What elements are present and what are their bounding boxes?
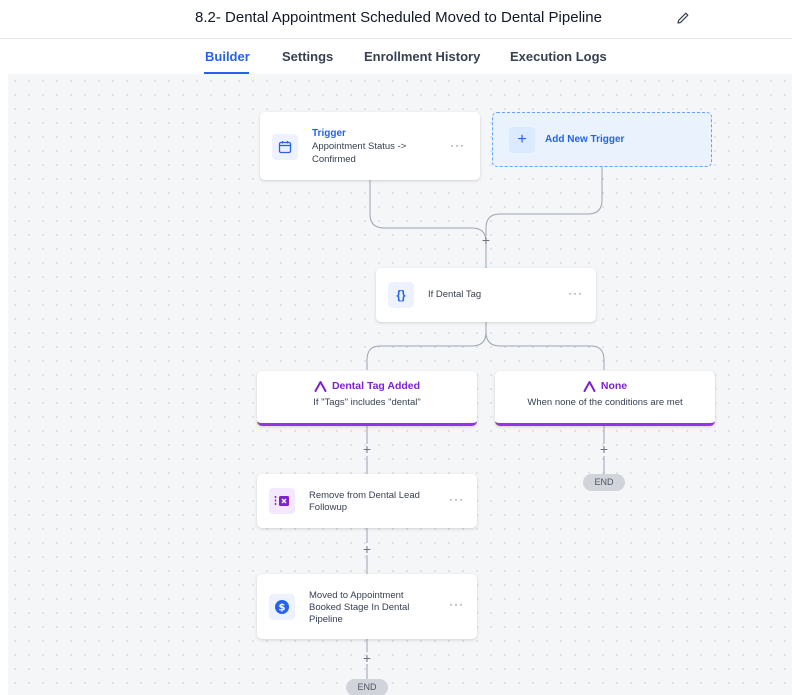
trigger-line2: Confirmed bbox=[312, 154, 356, 165]
condition-menu-icon[interactable]: ··· bbox=[568, 286, 583, 300]
action1-line2: Followup bbox=[309, 502, 348, 513]
branch-b-subtitle: When none of the conditions are met bbox=[527, 397, 683, 408]
branch-split-icon bbox=[314, 381, 327, 392]
active-tab-indicator bbox=[204, 72, 249, 74]
branch-a-subtitle: If "Tags" includes "dental" bbox=[313, 397, 421, 408]
remove-workflow-icon bbox=[269, 488, 295, 514]
action2-line2: Booked Stage In Dental bbox=[309, 602, 410, 613]
tab-settings[interactable]: Settings bbox=[282, 49, 334, 64]
action2-line1: Moved to Appointment bbox=[309, 590, 404, 601]
trigger-line1: Appointment Status -> bbox=[312, 141, 407, 152]
braces-icon: {} bbox=[388, 282, 414, 308]
connector-lines bbox=[366, 167, 605, 679]
workflow-canvas[interactable]: Trigger Appointment Status -> Confirmed … bbox=[8, 74, 792, 695]
branch-split-icon bbox=[583, 381, 596, 392]
branch-none[interactable]: None When none of the conditions are met bbox=[495, 371, 715, 426]
condition-label: If Dental Tag bbox=[428, 289, 482, 300]
pencil-icon[interactable] bbox=[675, 10, 691, 26]
trigger-menu-icon[interactable]: ··· bbox=[450, 138, 465, 152]
plus-icon: + bbox=[509, 127, 535, 153]
branch-dental-tag-added[interactable]: Dental Tag Added If "Tags" includes "den… bbox=[257, 371, 477, 426]
add-step-plus-icon[interactable]: + bbox=[362, 441, 372, 457]
dollar-icon: $ bbox=[269, 594, 295, 620]
branch-b-title: None bbox=[600, 380, 628, 392]
branch-a-title: Dental Tag Added bbox=[331, 380, 421, 392]
page-title: 8.2- Dental Appointment Scheduled Moved … bbox=[195, 9, 602, 26]
tab-execution-logs[interactable]: Execution Logs bbox=[510, 49, 607, 64]
action1-menu-icon[interactable]: ··· bbox=[449, 492, 464, 506]
title-bar: 8.2- Dental Appointment Scheduled Moved … bbox=[0, 0, 792, 36]
tab-enrollment-history[interactable]: Enrollment History bbox=[364, 49, 481, 64]
end-badge: END bbox=[346, 679, 388, 695]
condition-node[interactable]: {} If Dental Tag ··· bbox=[376, 268, 596, 322]
tab-builder[interactable]: Builder bbox=[205, 49, 250, 64]
add-step-plus-icon[interactable]: + bbox=[599, 441, 609, 457]
tab-bar: Builder Settings Enrollment History Exec… bbox=[0, 38, 792, 75]
action-move-pipeline-stage[interactable]: $ Moved to Appointment Booked Stage In D… bbox=[257, 574, 477, 639]
add-step-plus-icon[interactable]: + bbox=[481, 232, 491, 248]
end-badge: END bbox=[583, 474, 625, 491]
add-step-plus-icon[interactable]: + bbox=[362, 650, 372, 666]
action1-line1: Remove from Dental Lead bbox=[309, 490, 420, 501]
add-new-trigger-button[interactable]: + Add New Trigger bbox=[492, 112, 712, 167]
trigger-node[interactable]: Trigger Appointment Status -> Confirmed … bbox=[260, 112, 480, 180]
add-step-plus-icon[interactable]: + bbox=[362, 541, 372, 557]
action2-line3: Pipeline bbox=[309, 614, 343, 625]
action-remove-from-workflow[interactable]: Remove from Dental Lead Followup ··· bbox=[257, 474, 477, 528]
calendar-icon bbox=[272, 134, 298, 160]
action2-menu-icon[interactable]: ··· bbox=[449, 597, 464, 611]
svg-text:$: $ bbox=[279, 603, 286, 614]
add-new-trigger-label: Add New Trigger bbox=[545, 134, 625, 145]
trigger-label: Trigger bbox=[312, 128, 346, 139]
